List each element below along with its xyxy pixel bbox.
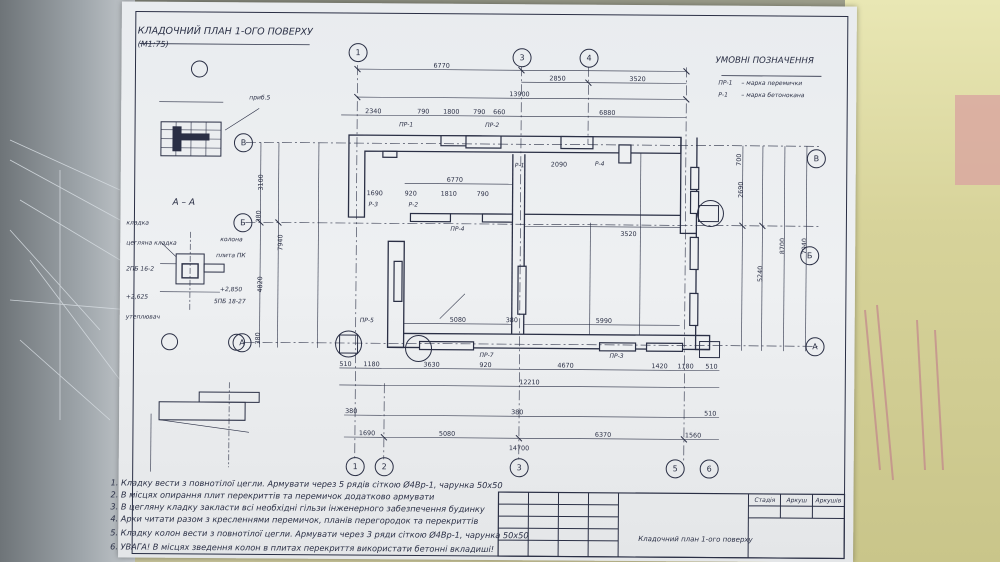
dim-top2-4: 790 bbox=[473, 107, 486, 116]
stamp-col-sheet: Аркуш bbox=[786, 497, 808, 505]
dim-top-4: 13900 bbox=[509, 90, 530, 99]
dim-right-4: 8700 bbox=[778, 237, 787, 255]
detail-label-2pb: 2ПБ 16-2 bbox=[126, 265, 155, 273]
mark-pr4: ПР-4 bbox=[450, 225, 465, 233]
inner-dim-3: 920 bbox=[404, 189, 417, 198]
dim-bottom2-6: 1560 bbox=[684, 431, 702, 440]
dim-bottom2-2: 1690 bbox=[358, 429, 376, 438]
dim-bottom2-1: 380 bbox=[345, 407, 358, 416]
detail-label-5pb: 5ПБ 18-27 bbox=[213, 298, 246, 306]
axis-bottom-6: 6 bbox=[699, 459, 719, 479]
dim-bottom2-3: 5080 bbox=[438, 429, 456, 438]
detail-label-level1: +2,850 bbox=[219, 286, 243, 294]
inner-dim-10: 5990 bbox=[595, 316, 613, 325]
detail-label-level2: +2,625 bbox=[125, 293, 149, 301]
axis-left-v: В bbox=[233, 133, 254, 153]
legend-text-2: – марка бетонокана bbox=[741, 91, 805, 100]
inner-dim-7: 3520 bbox=[620, 229, 637, 239]
axis-top-3: 3 bbox=[512, 48, 532, 68]
dim-bottom-4: 920 bbox=[479, 360, 492, 370]
dim-bottom2-7: 510 bbox=[704, 409, 717, 418]
detail-label-prib: приб.5 bbox=[249, 94, 271, 102]
dim-bottom-1: 510 bbox=[339, 359, 352, 369]
inner-dim-2: 1690 bbox=[366, 189, 383, 198]
stamp-col-sheets: Аркушів bbox=[815, 497, 842, 505]
axis-bottom-1: 1 bbox=[345, 457, 365, 477]
inner-dim-1: 6770 bbox=[446, 175, 464, 184]
dim-bottom2-5: 6370 bbox=[594, 430, 612, 439]
inner-dim-8: 5080 bbox=[449, 315, 467, 324]
mark-pr3: ПР-3 bbox=[609, 352, 624, 360]
detail-label-kolona: колона bbox=[220, 236, 243, 244]
dim-left-3: 4820 bbox=[256, 276, 265, 293]
dim-bottom-8: 510 bbox=[705, 362, 718, 371]
background-right-fabric bbox=[845, 0, 1000, 562]
drawing-sheet: КЛАДОЧНИЙ ПЛАН 1-ОГО ПОВЕРХУ (М1:75) УМО… bbox=[110, 1, 857, 562]
inner-dim-6: 2090 bbox=[550, 160, 568, 169]
inner-dim-4: 1810 bbox=[440, 189, 457, 198]
dim-right-2: 2690 bbox=[736, 181, 745, 198]
axis-left-a: А bbox=[232, 333, 252, 353]
dim-bottom-7: 1180 bbox=[677, 362, 694, 371]
dim-bottom-2: 1180 bbox=[363, 360, 380, 369]
legend-title: УМОВНІ ПОЗНАЧЕННЯ bbox=[715, 55, 814, 67]
dim-bottom2-4: 380 bbox=[511, 408, 524, 417]
dim-top-2: 2850 bbox=[549, 74, 566, 83]
dim-top2-3: 1800 bbox=[443, 107, 460, 116]
legend-text-1: – марка перемички bbox=[741, 79, 803, 88]
mark-r3: Р-3 bbox=[368, 201, 379, 209]
mark-pr1: ПР-1 bbox=[399, 121, 414, 129]
dim-right-3: 5240 bbox=[756, 265, 765, 283]
axis-left-b: Б bbox=[233, 213, 253, 233]
dim-right-5: 7940 bbox=[800, 238, 809, 255]
dim-top2-2: 790 bbox=[417, 107, 430, 116]
legend-code-2: Р-1 bbox=[718, 91, 728, 99]
dim-bottom-3: 3630 bbox=[423, 360, 440, 369]
background-left-sketch bbox=[0, 0, 135, 562]
detail-label-uteplyuvach: утеплювач bbox=[125, 313, 161, 321]
detail-label-plyta: плита ПК bbox=[216, 252, 246, 260]
dim-bottom2-8: 14700 bbox=[508, 444, 530, 453]
mark-r4: Р-4 bbox=[594, 160, 605, 168]
dim-bottom-5: 4670 bbox=[557, 361, 574, 370]
inner-dim-9: 380 bbox=[505, 316, 518, 325]
stamp-name: Кладочний план 1-ого поверху bbox=[638, 535, 753, 544]
dim-left-4: 380 bbox=[253, 332, 262, 345]
dim-bottom-9: 12210 bbox=[519, 378, 540, 387]
dim-top2-5: 660 bbox=[493, 108, 506, 117]
axis-top-1: 1 bbox=[348, 43, 368, 63]
mark-pr5: ПР-5 bbox=[359, 317, 374, 325]
axis-bottom-5: 5 bbox=[665, 459, 685, 479]
dim-left-2: 380 bbox=[254, 210, 263, 223]
dim-top-3: 3520 bbox=[629, 74, 646, 84]
dim-top2-6: 6880 bbox=[599, 108, 616, 117]
drawing-scale: (М1:75) bbox=[137, 39, 169, 49]
drawing-title: КЛАДОЧНИЙ ПЛАН 1-ОГО ПОВЕРХУ bbox=[137, 25, 313, 38]
mark-pr2: ПР-2 bbox=[485, 121, 500, 130]
axis-right-v: В bbox=[806, 149, 826, 169]
mark-r2: Р-2 bbox=[408, 201, 419, 209]
dim-bottom-6: 1420 bbox=[651, 362, 668, 371]
axis-bottom-3: 3 bbox=[509, 458, 529, 478]
mark-pr7: ПР-7 bbox=[479, 351, 494, 360]
axis-right-a: А bbox=[805, 337, 825, 357]
dim-left-1: 3100 bbox=[256, 174, 265, 191]
mark-r1: Р-1 bbox=[514, 162, 525, 170]
dim-top-1: 6770 bbox=[433, 61, 450, 70]
stamp-col-stage: Стадія bbox=[754, 496, 776, 505]
axis-top-4: 4 bbox=[579, 48, 599, 68]
dim-top2-1: 2340 bbox=[365, 107, 382, 116]
dim-left-5: 7940 bbox=[276, 234, 285, 251]
section-title: А – А bbox=[172, 197, 196, 208]
axis-bottom-2: 2 bbox=[374, 457, 394, 477]
drawing-lines bbox=[131, 11, 849, 560]
detail-label-tsehlyana: цегляна кладка bbox=[126, 239, 177, 247]
inner-dim-5: 790 bbox=[476, 189, 489, 199]
legend-code-1: ПР-1 bbox=[718, 79, 733, 87]
detail-label-kladka: кладка bbox=[126, 219, 150, 227]
dim-right-1: 700 bbox=[734, 153, 744, 166]
